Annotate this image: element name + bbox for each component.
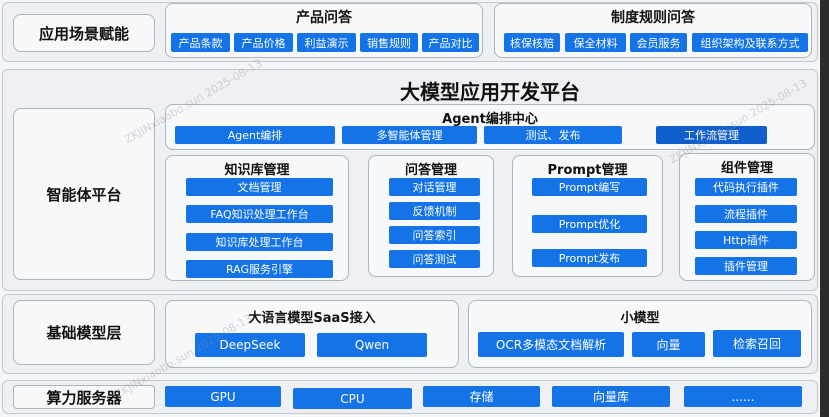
chip-doc-mgmt[interactable]: 文档管理	[186, 178, 333, 196]
chip-test-release[interactable]: 测试、发布	[484, 126, 622, 144]
chip-retrieval[interactable]: 检索召回	[713, 330, 801, 357]
chip-vector[interactable]: 向量	[632, 332, 705, 357]
chip-prompt-release[interactable]: Prompt发布	[532, 249, 647, 267]
chip-sales-rules[interactable]: 销售规则	[360, 33, 418, 52]
component-title: 组件管理	[720, 161, 773, 176]
chip-cpu[interactable]: CPU	[293, 388, 412, 409]
chip-deepseek[interactable]: DeepSeek	[195, 333, 305, 357]
agent-platform-label: 智能体平台	[13, 108, 155, 280]
chip-kb-workbench[interactable]: 知识库处理工作台	[186, 233, 333, 251]
chip-ocr[interactable]: OCR多模态文档解析	[478, 332, 624, 357]
product-qa-title: 产品问答	[296, 10, 352, 26]
chip-code-plugin[interactable]: 代码执行插件	[695, 178, 797, 196]
chip-feedback[interactable]: 反馈机制	[389, 202, 480, 220]
chip-rag-engine[interactable]: RAG服务引擎	[186, 260, 333, 278]
chip-product-compare[interactable]: 产品对比	[422, 33, 479, 52]
chip-qa-test[interactable]: 问答测试	[389, 250, 480, 268]
chip-product-price[interactable]: 产品价格	[234, 33, 293, 52]
chip-http-plugin[interactable]: Http插件	[695, 231, 797, 249]
window-edge	[820, 0, 829, 417]
chip-qwen[interactable]: Qwen	[317, 333, 427, 357]
chip-plugin-mgmt[interactable]: 插件管理	[695, 257, 797, 275]
chip-flow-plugin[interactable]: 流程插件	[695, 205, 797, 223]
llm-saas-title: 大语言模型SaaS接入	[248, 311, 376, 326]
chip-workflow[interactable]: 工作流管理	[656, 126, 767, 144]
chip-faq-workbench[interactable]: FAQ知识处理工作台	[186, 205, 333, 223]
platform-title: 大模型应用开发平台	[400, 80, 580, 104]
chip-member-service[interactable]: 会员服务	[630, 33, 687, 52]
chip-agent-orchestration[interactable]: Agent编排	[175, 126, 335, 144]
prompt-title: Prompt管理	[547, 163, 628, 178]
chip-benefit-demo[interactable]: 利益演示	[297, 33, 356, 52]
qa-mgmt-title: 问答管理	[404, 163, 457, 178]
chip-product-terms[interactable]: 产品条款	[171, 33, 230, 52]
knowledge-title: 知识库管理	[224, 163, 290, 178]
chip-prompt-optimize[interactable]: Prompt优化	[532, 215, 647, 233]
compute-label: 算力服务器	[13, 385, 155, 409]
policy-qa-title: 制度规则问答	[611, 10, 695, 26]
chip-multi-agent[interactable]: 多智能体管理	[342, 126, 477, 144]
small-model-title: 小模型	[620, 311, 660, 326]
chip-storage[interactable]: 存储	[423, 386, 540, 407]
app-scenes-label: 应用场景赋能	[13, 14, 155, 52]
chip-vector-db[interactable]: 向量库	[552, 386, 670, 407]
chip-dialog-mgmt[interactable]: 对话管理	[389, 178, 480, 196]
chip-prompt-write[interactable]: Prompt编写	[532, 178, 647, 196]
base-model-label: 基础模型层	[13, 300, 155, 365]
chip-org-contact[interactable]: 组织架构及联系方式	[692, 33, 808, 52]
chip-qa-index[interactable]: 问答索引	[389, 226, 480, 244]
chip-more[interactable]: ......	[684, 386, 802, 407]
chip-underwriting[interactable]: 核保核赔	[504, 33, 560, 52]
chip-gpu[interactable]: GPU	[165, 386, 281, 407]
agent-center-title: Agent编排中心	[442, 112, 538, 127]
chip-preservation[interactable]: 保全材料	[565, 33, 626, 52]
